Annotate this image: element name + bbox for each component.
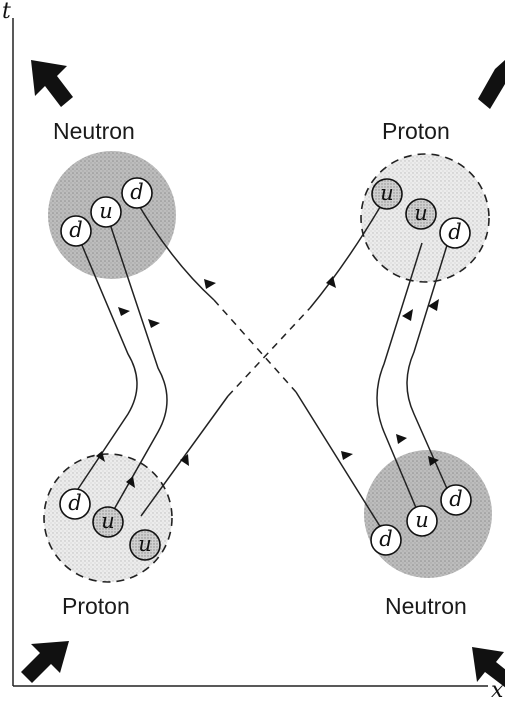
arrow-bottom-right	[472, 647, 505, 688]
arrow-top-right	[478, 60, 505, 109]
quark-label: u	[414, 201, 428, 225]
arrow-top-left	[31, 60, 73, 107]
quark-label: u	[138, 532, 152, 556]
arrow-bottom-left	[21, 641, 69, 683]
label-top-left: Neutron	[53, 118, 135, 144]
arrowhead	[118, 307, 130, 316]
quark-label: d	[68, 491, 81, 515]
arrowhead	[204, 279, 216, 289]
quark-label: u	[101, 509, 115, 533]
quark-label: u	[415, 508, 429, 532]
worldline-arrowheads	[96, 276, 439, 488]
label-bottom-right: Neutron	[385, 593, 467, 619]
worldline-cross-1-dashed	[228, 308, 310, 396]
label-bottom-left: Proton	[62, 593, 130, 619]
quark-label: d	[130, 180, 143, 204]
quark-label: d	[449, 487, 462, 511]
quark-label: d	[69, 218, 82, 242]
arrowhead	[148, 319, 160, 328]
worldline-cross-2-dashed	[214, 300, 296, 392]
quark-label: d	[379, 527, 392, 551]
quark-label: u	[380, 181, 394, 205]
quark-label: d	[448, 220, 461, 244]
arrowhead	[402, 309, 413, 321]
arrowhead	[341, 451, 353, 460]
arrowhead	[396, 434, 407, 444]
worldline-cross-2-solid-bottom	[296, 392, 386, 536]
worldline-cross-1-solid	[141, 396, 228, 516]
quark-label: u	[99, 199, 113, 223]
t-axis-label: t	[2, 0, 11, 24]
label-top-right: Proton	[382, 118, 450, 144]
